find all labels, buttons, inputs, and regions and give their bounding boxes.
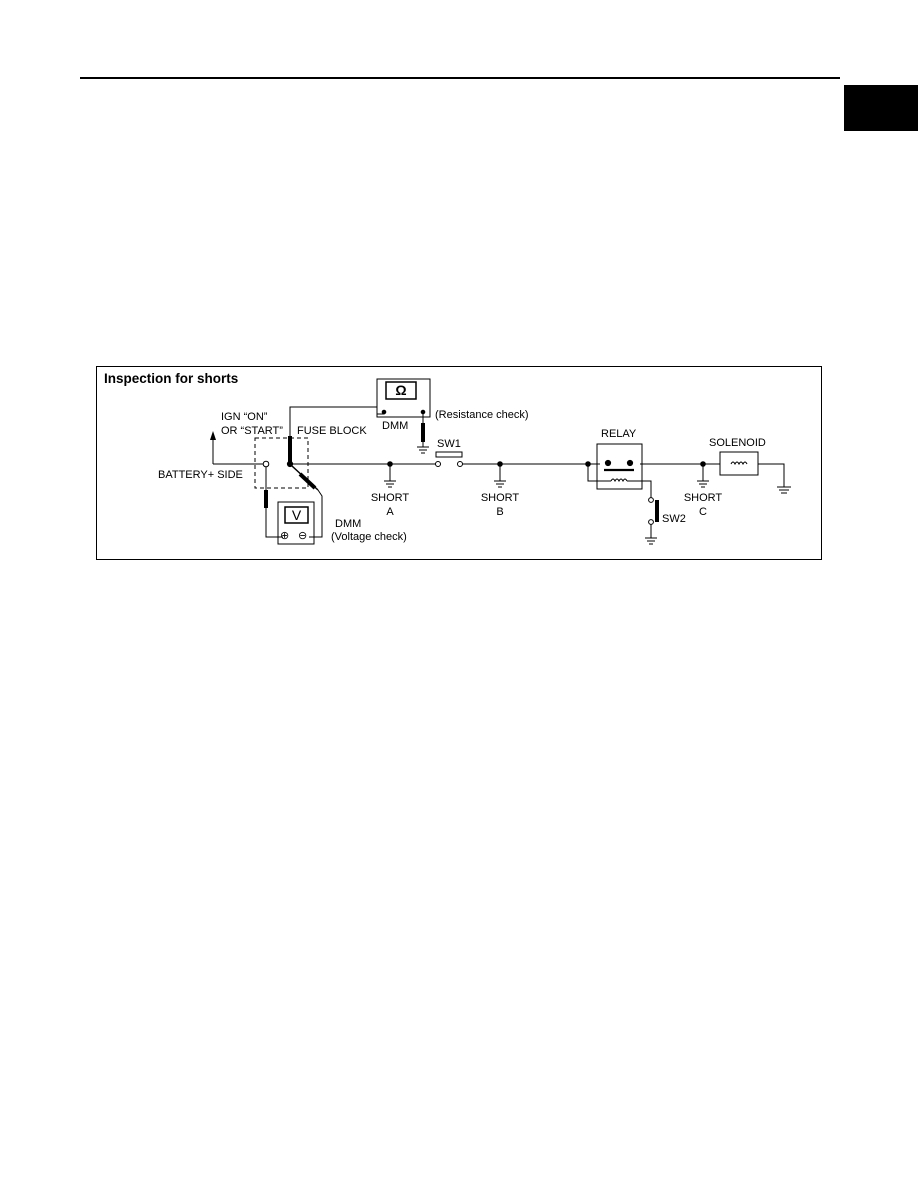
relay-coil-feed (587, 464, 611, 482)
short-b-label: SHORT (480, 492, 520, 504)
volt-probe-right (298, 472, 317, 490)
relay-label: RELAY (601, 428, 637, 440)
sw1-contact-left-icon (435, 461, 441, 467)
ohm-meter-body (376, 378, 431, 418)
volt-lead-left-lower (265, 508, 283, 538)
resistance-check-label: (Resistance check) (435, 409, 529, 421)
battery-side-label: BATTERY+ SIDE (158, 469, 243, 481)
sw1-actuator (435, 451, 463, 458)
relay-body (596, 443, 643, 490)
short-a-letter: A (386, 506, 394, 518)
dmm-top-label: DMM (382, 420, 409, 432)
volt-lead-right-lower (309, 489, 323, 538)
battery-terminal-icon (262, 460, 270, 468)
short-c-letter: C (699, 506, 707, 518)
relay-contact-right-icon (626, 459, 634, 467)
volt-symbol-icon: V (291, 507, 302, 523)
volt-meter-display (284, 506, 309, 524)
header-rule (80, 77, 840, 79)
volt-meter-body (277, 501, 315, 545)
volt-plus-terminal-icon: ⊕ (280, 530, 290, 542)
relay-contact-left-icon (604, 459, 612, 467)
section-tab (844, 85, 918, 131)
ign-label-line1: IGN “ON” (221, 411, 268, 423)
sw2-label: SW2 (662, 513, 686, 525)
sw2-contact-bottom-icon (648, 519, 654, 525)
short-c-label: SHORT (683, 492, 723, 504)
voltage-check-label: (Voltage check) (331, 531, 407, 543)
relay-coil-icon (610, 478, 628, 483)
figure-title: Inspection for shorts (104, 371, 239, 386)
fuse-node-icon (286, 460, 294, 468)
relay-coil-return (627, 480, 652, 498)
dmm-bottom-label: DMM (335, 518, 362, 530)
solenoid-coil-icon (730, 461, 748, 466)
volt-minus-terminal-icon: ⊖ (298, 530, 308, 542)
sw1-label: SW1 (437, 438, 461, 450)
ohm-symbol-icon: Ω (395, 382, 407, 398)
short-b-letter: B (496, 506, 504, 518)
battery-arrow-icon (210, 431, 216, 440)
fuse-block-label: FUSE BLOCK (297, 425, 367, 437)
solenoid-ground-wire (758, 463, 785, 487)
figure-frame (96, 366, 822, 560)
short-a-label: SHORT (370, 492, 410, 504)
ohm-meter-display (385, 381, 417, 400)
ign-label-line2: OR “START” (221, 425, 283, 437)
fuse-block-box (254, 437, 309, 489)
sw2-contact-top-icon (648, 497, 654, 503)
ohm-lead-left (289, 406, 385, 440)
sw1-contact-right-icon (457, 461, 463, 467)
solenoid-label: SOLENOID (709, 437, 766, 449)
